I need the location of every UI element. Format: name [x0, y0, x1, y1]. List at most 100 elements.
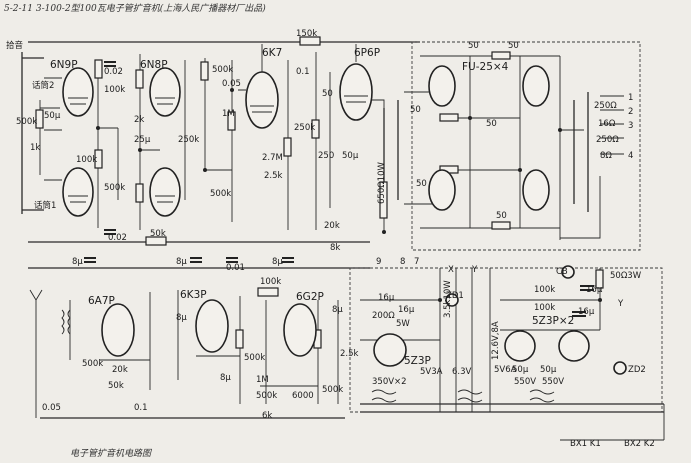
component-label: 16μ: [586, 285, 603, 295]
label-6n8p: 6N8P: [140, 59, 168, 71]
component-label: 250Ω: [596, 135, 619, 145]
component-label: 50μ: [512, 365, 529, 375]
page-title: 5-2-11 3-100-2型100瓦电子管扩音机(上海人民广播器材厂出品): [4, 3, 266, 14]
component-label: 50μ: [342, 151, 359, 161]
component-label: 4: [628, 151, 633, 161]
component-label: 16Ω: [598, 119, 616, 129]
tube-fu25-1: [428, 65, 456, 107]
tube-6n8p-upper: [149, 67, 181, 117]
zener-zd1: [445, 293, 459, 307]
component-label: 650Ω10W: [377, 161, 387, 204]
component-label: BX2 K2: [624, 439, 655, 449]
label-6k7: 6K7: [262, 47, 282, 59]
component-label: 500k: [322, 385, 343, 395]
label-6p6p: 6P6P: [354, 47, 380, 59]
component-label: X: [448, 265, 454, 275]
component-label: 150k: [296, 29, 317, 39]
component-label: 3.5k10W: [443, 280, 453, 318]
component-label: 3: [628, 121, 633, 131]
component-label: 8μ: [220, 373, 231, 383]
component-label: ZD1: [446, 291, 464, 301]
tube-5z3p-a: [373, 333, 407, 367]
component-label: 0.1: [134, 403, 148, 413]
component-label: 500k: [212, 65, 233, 75]
component-label: 0.02: [104, 67, 123, 77]
tube-6p6p: [339, 63, 373, 121]
component-label: Y: [617, 299, 624, 309]
component-label: 25μ: [134, 135, 151, 145]
tube-6k7: [245, 71, 279, 129]
component-label: 500k: [256, 391, 277, 401]
component-label: 16μ: [578, 307, 595, 317]
component-label: 50μ: [540, 365, 557, 375]
component-label: Y: [471, 265, 478, 275]
component-label: 250: [318, 151, 334, 161]
component-label: 8μ: [176, 257, 187, 267]
component-label: 2k: [134, 115, 144, 125]
tube-5z3p-c: [558, 330, 590, 362]
component-label: 8μ: [176, 313, 187, 323]
component-label: 8μ: [332, 305, 343, 315]
component-label: 1M: [256, 375, 269, 385]
tube-5z3p-b: [504, 330, 536, 362]
wiring: [21, 41, 665, 441]
component-label: 8μ: [72, 257, 83, 267]
label-fu25: FU-25×4: [462, 61, 509, 73]
tube-fu25-3: [428, 169, 456, 211]
component-label: 2.5k: [264, 171, 283, 181]
component-label: 20k: [324, 221, 340, 231]
component-label: 50: [322, 89, 333, 99]
component-label: 550V: [542, 377, 564, 387]
component-label: 250k: [294, 123, 315, 133]
component-label: 8k: [330, 243, 340, 253]
component-label: 8: [400, 257, 405, 267]
component-label: 500k: [82, 359, 103, 369]
component-label: 50: [416, 179, 427, 189]
component-label: 5V6A: [494, 365, 517, 375]
component-label: 200Ω: [372, 311, 395, 321]
component-label: 50: [486, 119, 497, 129]
component-label: 6.3V: [452, 367, 472, 377]
footer-caption: 电子管扩音机电路图: [70, 448, 153, 459]
component-label: 6000: [292, 391, 314, 401]
tube-6n8p-lower: [149, 167, 181, 217]
meter-cb: [561, 265, 575, 279]
label-6n9p: 6N9P: [50, 59, 78, 71]
component-label: 500k: [210, 189, 231, 199]
component-label: 0.05: [42, 403, 61, 413]
tube-6g2p: [283, 303, 317, 357]
component-label: 100k: [534, 303, 555, 313]
input-mic2: 话筒2: [32, 80, 54, 91]
zener-zd2: [613, 361, 627, 375]
component-label: 0.05: [222, 79, 241, 89]
component-label: 100k: [260, 277, 281, 287]
component-label: 50: [468, 41, 479, 51]
component-label: 250Ω: [594, 101, 617, 111]
tube-fu25-2: [522, 65, 550, 107]
component-label: 9: [376, 257, 381, 267]
tube-6a7p: [101, 303, 135, 357]
component-label: 8μ: [272, 257, 283, 267]
component-label: 550V: [514, 377, 536, 387]
component-label: 5V3A: [420, 367, 443, 377]
component-label: 50: [496, 211, 507, 221]
component-label: 500k: [16, 117, 37, 127]
component-label: 12.6V,8A: [491, 321, 501, 360]
component-label: 100k: [76, 155, 97, 165]
component-label: 1k: [30, 143, 40, 153]
tube-6n9p-upper: [62, 67, 94, 117]
tube-6k3p: [195, 299, 229, 353]
component-label: 16μ: [398, 305, 415, 315]
label-5z3p-x2: 5Z3P×2: [532, 315, 574, 327]
component-label: 0.02: [108, 233, 127, 243]
passive-components: [35, 36, 604, 349]
component-label: BX1 K1: [570, 439, 601, 449]
component-label: 2.7M: [262, 153, 283, 163]
component-label: 16μ: [378, 293, 395, 303]
label-6a7p: 6A7P: [88, 295, 115, 307]
label-6k3p: 6K3P: [180, 289, 207, 301]
component-label: 100k: [104, 85, 125, 95]
component-label: 7: [414, 257, 419, 267]
component-label: 1: [628, 93, 633, 103]
